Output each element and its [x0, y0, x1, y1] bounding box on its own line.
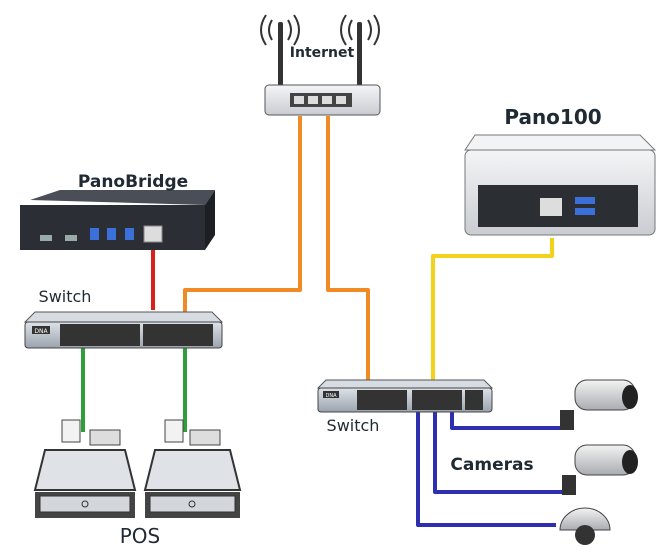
cameras-label: Cameras	[450, 455, 533, 475]
pos-terminal-2	[143, 419, 242, 518]
switch-left-label: Switch	[39, 287, 92, 306]
panobridge-label: PanoBridge	[78, 172, 188, 192]
pano100-label: Pano100	[504, 105, 601, 129]
switch-brand: DNA	[34, 328, 48, 335]
cable-camera-3	[416, 410, 556, 527]
wifi-waves-icon	[260, 14, 380, 46]
pos-label: POS	[120, 524, 161, 548]
camera-1	[560, 379, 638, 430]
camera-2	[562, 444, 638, 495]
cable-internet-switch-right	[326, 116, 370, 380]
dome-camera	[559, 507, 611, 545]
pano100-device	[464, 134, 657, 236]
cables	[81, 116, 562, 527]
cable-internet-switch-left	[183, 116, 302, 312]
switch-left-device: DNA	[23, 311, 224, 349]
pos-terminal-1	[33, 419, 137, 518]
internet-router	[260, 14, 381, 116]
switch-right-device: DNA	[316, 379, 494, 413]
internet-label: Internet	[290, 45, 355, 61]
cable-camera-1	[450, 410, 560, 430]
switch-brand: DNA	[325, 393, 337, 399]
cable-pano100-switch	[431, 238, 554, 380]
switch-right-label: Switch	[327, 416, 380, 435]
cable-camera-2	[433, 410, 562, 494]
panobridge-device	[20, 190, 215, 250]
